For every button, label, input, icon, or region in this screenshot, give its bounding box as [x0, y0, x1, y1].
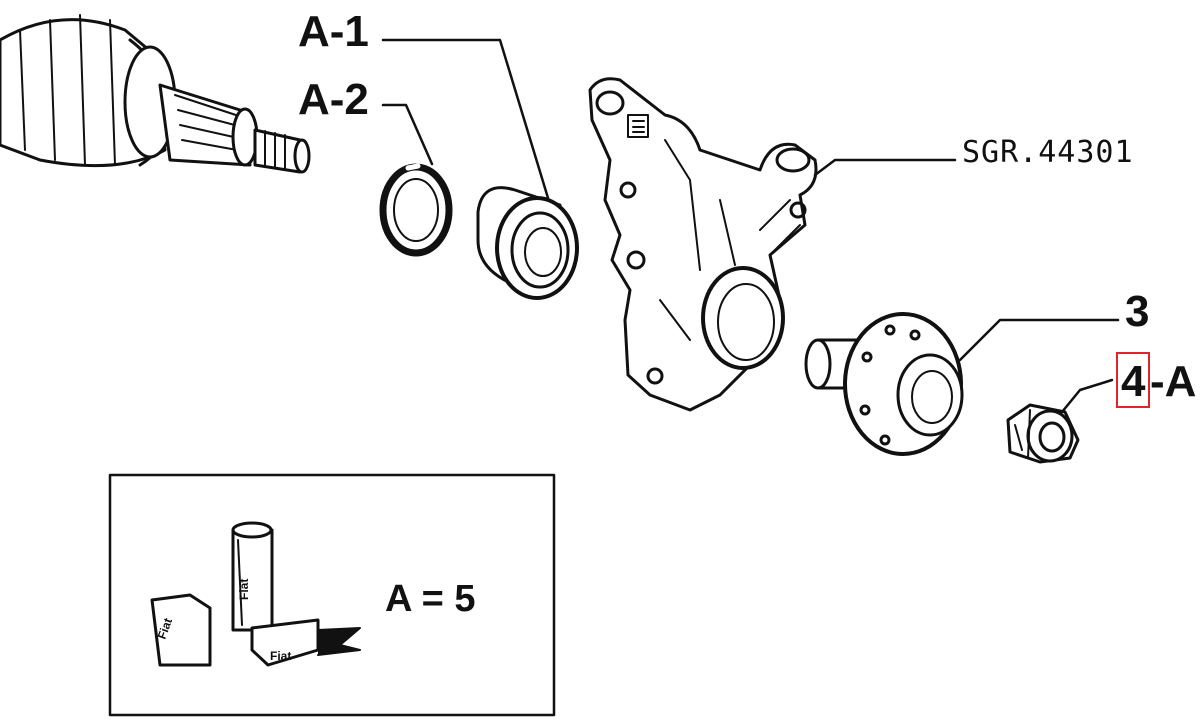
label-a1: A-1 [298, 7, 369, 56]
label-nut-suffix: -A [1150, 357, 1197, 406]
leader-lines [381, 38, 1120, 414]
svg-text:Fiat: Fiat [155, 616, 175, 641]
highlight-box [1116, 352, 1150, 408]
drive-shaft-cv-joint [0, 14, 311, 174]
hub-nut [1006, 403, 1080, 464]
svg-text:Fiat: Fiat [270, 649, 291, 663]
circlip-ring [379, 163, 453, 257]
tool-inset-box [108, 473, 556, 717]
svg-text:Fiat: Fiat [237, 579, 251, 600]
wheel-hub [804, 312, 964, 456]
label-hub-3: 3 [1125, 287, 1150, 336]
wheel-bearing [476, 186, 579, 300]
label-a2: A-2 [298, 75, 369, 124]
special-tool-icon [150, 521, 361, 667]
label-nut-number: 4 [1121, 357, 1146, 406]
label-part-code: SGR.44301 [962, 135, 1134, 170]
tool-equation: A = 5 [385, 578, 476, 620]
steering-knuckle [588, 77, 818, 412]
